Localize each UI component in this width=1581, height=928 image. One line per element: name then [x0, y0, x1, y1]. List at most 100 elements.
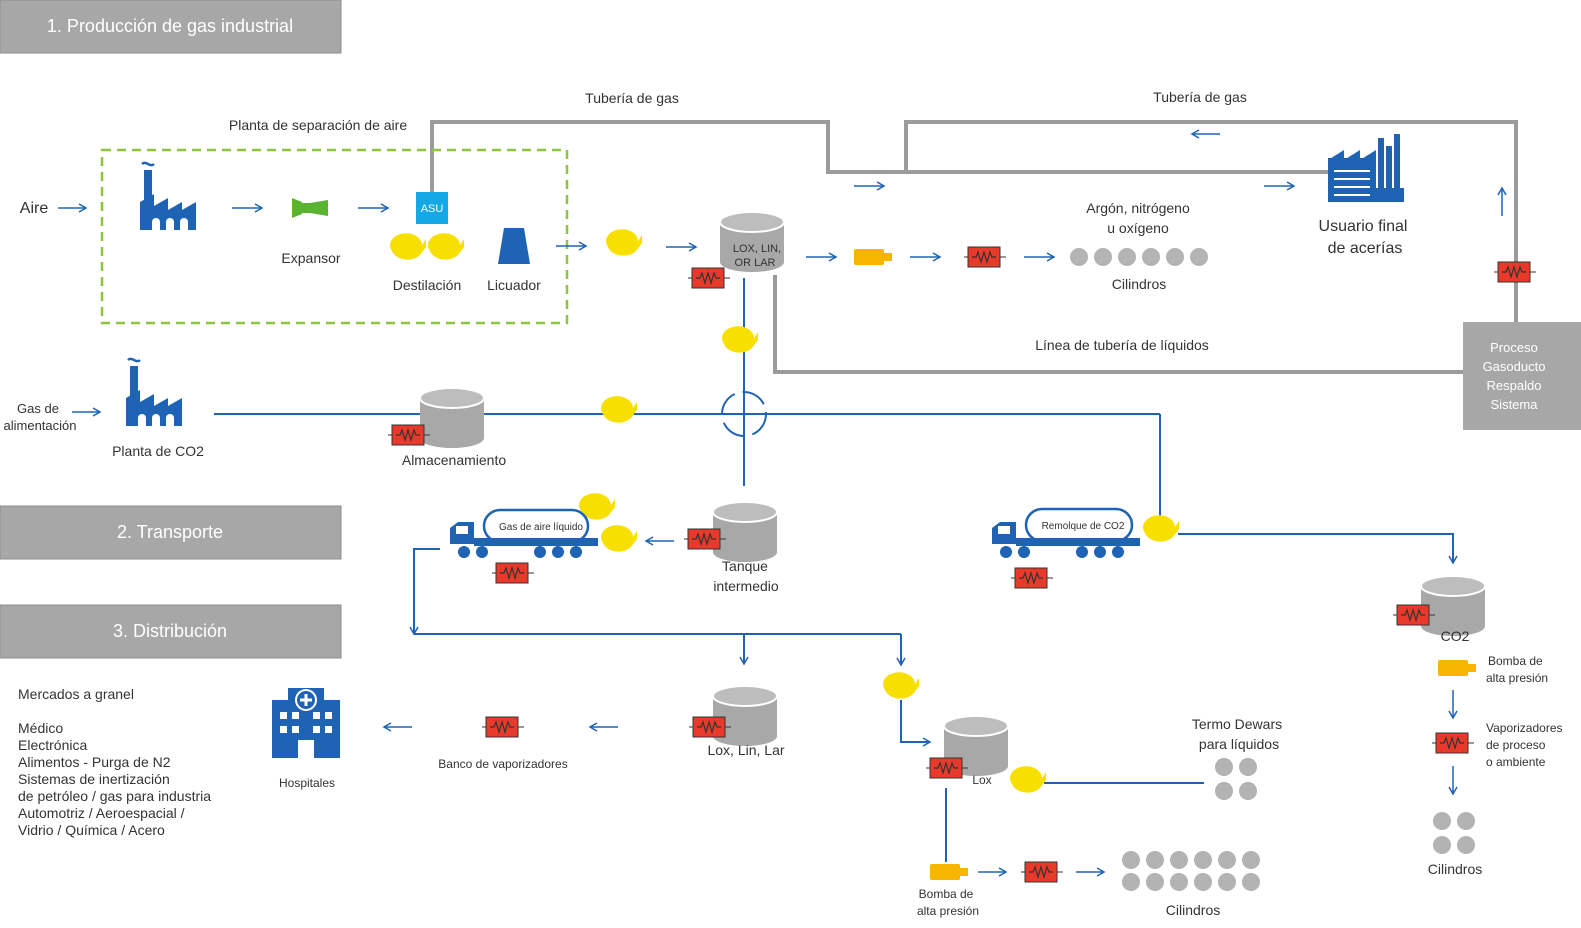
vaporizer-icon: [1493, 261, 1537, 283]
dewars-label-1: Termo Dewars: [1192, 716, 1282, 732]
bulk-market-item: Automotriz / Aeroespacial /: [18, 805, 185, 821]
expander-icon: [292, 198, 328, 218]
co2-plant-factory-icon: [124, 357, 184, 428]
asu-badge-label: ASU: [421, 203, 444, 215]
hp-pump-bottom-label-1: Bomba de: [919, 887, 974, 901]
air-label: Aire: [20, 200, 49, 217]
liquid-air-truck-label: Gas de aire líquido: [499, 522, 583, 533]
co2-tank-label: CO2: [1441, 628, 1470, 644]
distillation-label: Destilación: [393, 277, 461, 293]
main-tank-label-2: OR LAR: [735, 257, 776, 269]
steel-mill-end-user-icon: [1328, 134, 1404, 202]
bulk-market-item: Alimentos - Purga de N2: [18, 754, 171, 770]
backup-system-box: Proceso Gasoducto Respaldo Sistema: [1463, 322, 1581, 430]
intermediate-tank-label-1: Tanque: [722, 558, 768, 574]
lox-label: Lox: [972, 773, 991, 787]
cylinders-right-group: [1433, 812, 1475, 854]
cylinders-top-group: [1070, 248, 1208, 266]
bulk-market-item: Médico: [18, 720, 63, 736]
hp-pump-right-label-1: Bomba de: [1488, 654, 1543, 668]
bulk-market-item: de petróleo / gas para industria: [18, 788, 211, 804]
expander-label: Expansor: [281, 250, 340, 266]
distillation-column-icon: [428, 233, 464, 260]
vaporizer-bank-label: Banco de vaporizadores: [438, 757, 567, 771]
pump-icon: [606, 229, 642, 256]
cylinders-bottom-group: [1122, 851, 1260, 891]
section-header-transport: 2. Transporte: [0, 505, 342, 560]
co2-tank-icon: [1420, 575, 1486, 637]
vaporizer-icon: [687, 267, 731, 289]
factory-icon: [138, 161, 198, 232]
high-pressure-pump-icon: [854, 249, 892, 265]
hp-pump-bottom-label-2: alta presión: [917, 904, 979, 918]
liquefier-label: Licuador: [487, 277, 541, 293]
bulk-market-item: Vidrio / Química / Acero: [18, 822, 165, 838]
flow-arrows: [58, 129, 1507, 877]
hospitals-label: Hospitales: [279, 776, 335, 790]
pipe-gas-label-1: Tubería de gas: [585, 90, 679, 106]
liquid-air-truck-icon: [450, 508, 598, 558]
argon-label-2: u oxígeno: [1107, 220, 1169, 236]
vaporizer-icon: [1020, 861, 1064, 883]
intermediate-tank-icon: [712, 501, 778, 563]
end-user-label-2: de acerías: [1328, 240, 1403, 257]
backup-line-1: Proceso: [1490, 340, 1538, 355]
vaporizer-icon: [481, 716, 525, 738]
vaporizer-right-label-2: de proceso: [1486, 738, 1546, 752]
backup-line-4: Sistema: [1491, 397, 1539, 412]
vaporizer-icon: [688, 716, 732, 738]
dewars-label-2: para líquidos: [1199, 736, 1279, 752]
vaporizer-icon: [1010, 567, 1054, 589]
cylinders-top-label: Cilindros: [1112, 276, 1166, 292]
liquid-line-label: Línea de tubería de líquidos: [1035, 337, 1209, 353]
section-title-transport: 2. Transporte: [117, 522, 223, 542]
co2-trailer-label: Remolque de CO2: [1042, 521, 1125, 532]
backup-line-2: Gasoducto: [1483, 359, 1546, 374]
asu-boundary: [100, 148, 569, 325]
storage-tank-icon: [419, 387, 485, 449]
flow-lines: [214, 278, 1458, 862]
vaporizer-icon: [925, 757, 969, 779]
pump-icon: [601, 396, 637, 423]
dewars-group: [1215, 758, 1257, 800]
bulk-markets-title: Mercados a granel: [18, 686, 134, 702]
vaporizer-icon: [1431, 732, 1475, 754]
cylinders-bottom-label: Cilindros: [1166, 902, 1220, 918]
vaporizer-right-label-3: o ambiente: [1486, 755, 1546, 769]
argon-label-1: Argón, nitrógeno: [1086, 200, 1190, 216]
end-user-label-1: Usuario final: [1319, 218, 1408, 235]
vaporizer-icon: [683, 528, 727, 550]
hospital-icon: [272, 688, 340, 758]
pipe-gas-label-2: Tubería de gas: [1153, 89, 1247, 105]
intermediate-tank-label-2: intermedio: [713, 578, 779, 594]
liquefier-icon: [498, 228, 530, 264]
lox-lin-lar-label: Lox, Lin, Lar: [707, 742, 784, 758]
section-title-production: 1. Producción de gas industrial: [47, 16, 293, 36]
distillation-column-icon: [390, 233, 426, 260]
pump-icon: [722, 326, 758, 353]
section-title-distribution: 3. Distribución: [113, 621, 227, 641]
hp-pump-right-label-2: alta presión: [1486, 671, 1548, 685]
backup-line-3: Respaldo: [1487, 378, 1542, 393]
section-header-distribution: 3. Distribución: [0, 604, 342, 659]
co2-plant-label: Planta de CO2: [112, 443, 204, 459]
feed-gas-label-1: Gas de: [17, 401, 59, 416]
pump-icon: [601, 525, 637, 552]
storage-label: Almacenamiento: [402, 452, 506, 468]
pump-icon: [1010, 766, 1046, 793]
cylinders-right-label: Cilindros: [1428, 861, 1482, 877]
vaporizer-icon: [963, 246, 1007, 268]
vaporizer-right-label-1: Vaporizadores: [1486, 721, 1563, 735]
section-header-production: 1. Producción de gas industrial: [0, 0, 342, 54]
asu-badge: ASU: [416, 192, 448, 224]
vaporizer-icon: [387, 424, 431, 446]
high-pressure-pump-icon: [930, 864, 968, 880]
pipe-crossing-marker: [721, 391, 767, 437]
vaporizer-icon: [1392, 604, 1436, 626]
bulk-market-item: Electrónica: [18, 737, 87, 753]
gas-pipelines: [430, 120, 1518, 374]
pump-icon: [883, 672, 919, 699]
bulk-market-item: Sistemas de inertización: [18, 771, 170, 787]
feed-gas-label-2: alimentación: [4, 418, 77, 433]
co2-trailer-truck-icon: [992, 507, 1140, 558]
